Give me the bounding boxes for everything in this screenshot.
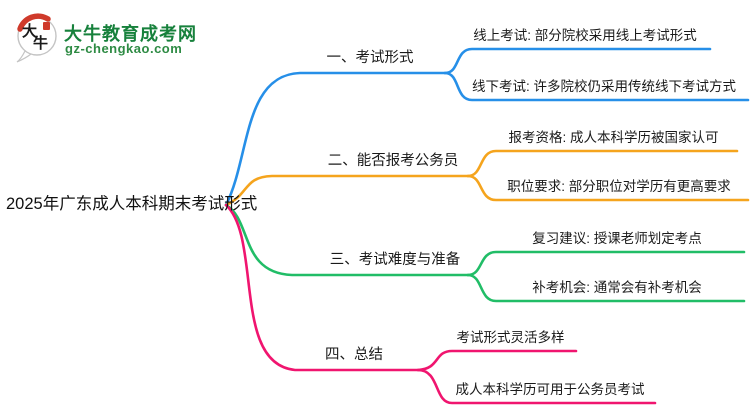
branch-1-label: 一、考试形式 [326,50,414,66]
branch-1-child-1: 线上考试: 部分院校采用线上考试形式 [473,28,697,43]
branch-4-child-2-connector [416,368,657,405]
branch-4-label: 四、总结 [325,347,383,363]
branch-3-child-1: 复习建议: 授课老师划定考点 [532,231,702,246]
branch-4-connector [224,203,420,372]
site-domain: gz-chengkao.com [65,41,183,56]
branch-3-child-2-connector [466,273,746,303]
logo-char-top: 大 [22,22,37,40]
branch-2-child-2-connector [466,174,750,202]
branch-2-child-1-connector [466,149,739,178]
branch-1-lines [224,47,750,207]
logo-char-bottom: 牛 [33,34,48,52]
branch-2-child-1: 报考资格: 成人本科学历被国家认可 [508,130,719,145]
branch-3-label: 三、考试难度与准备 [329,252,461,268]
branch-2-lines [224,149,750,207]
branch-1-child-1-connector [443,47,712,75]
branch-4-child-1-connector [416,349,578,372]
branch-3-connector [224,203,470,277]
branch-1-connector [224,71,447,207]
site-name: 大牛教育成考网 [64,24,197,44]
branch-2-child-2: 职位要求: 部分职位对学历有更高要求 [507,179,731,194]
branch-3-lines [224,203,746,303]
site-logo[interactable]: 大 牛 大牛教育成考网 gz-chengkao.com [12,9,242,67]
branch-1-child-2-connector [443,71,750,102]
branch-2-label: 二、能否报考公务员 [327,153,459,169]
branch-4-child-2: 成人本科学历可用于公务员考试 [455,382,645,397]
branch-3-child-1-connector [466,250,746,277]
daniu-logo-icon: 大 牛 [16,13,57,63]
branch-4-child-1: 考试形式灵活多样 [456,330,565,345]
branch-4-lines [224,203,657,405]
branch-1-child-2: 线下考试: 许多院校仍采用传统线下考试方式 [471,79,736,94]
central-topic: 2025年广东成人本科期末考试形式 [6,195,258,213]
branch-3-child-2: 补考机会: 通常会有补考机会 [532,280,702,295]
branch-2-connector [224,174,470,207]
